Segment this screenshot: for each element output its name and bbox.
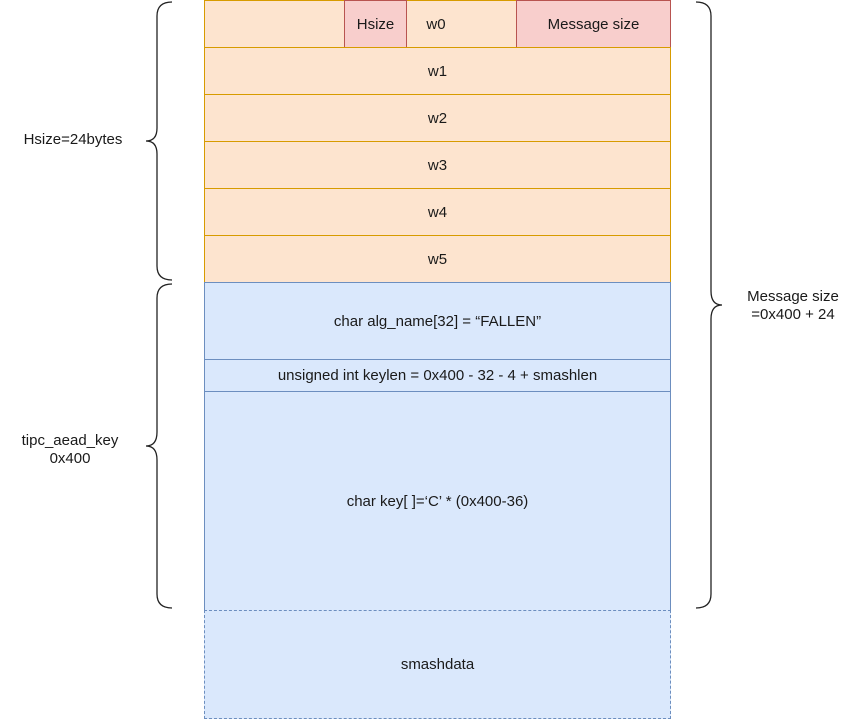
hsize-text: Hsize=24bytes bbox=[23, 131, 123, 148]
message-size-field-label: Message size bbox=[547, 15, 640, 33]
w4-label: w4 bbox=[427, 203, 448, 221]
header-row-w4: w4 bbox=[204, 188, 671, 236]
w3-label: w3 bbox=[427, 156, 448, 174]
alg-name-label: char alg_name[32] = “FALLEN” bbox=[333, 312, 542, 330]
msg-text-line2: =0x400 + 24 bbox=[751, 306, 835, 323]
hsize-field-label: Hsize bbox=[356, 15, 395, 33]
header-row-w2: w2 bbox=[204, 94, 671, 142]
smashdata-block: smashdata bbox=[204, 610, 671, 719]
w0-label-cell: w0 bbox=[407, 0, 465, 48]
message-size-field: Message size bbox=[516, 0, 671, 48]
msg-text-line1: Message size bbox=[747, 288, 839, 305]
w5-label: w5 bbox=[427, 250, 448, 268]
alg-name-field: char alg_name[32] = “FALLEN” bbox=[204, 282, 671, 360]
key-array-label: char key[ ]=‘C’ * (0x400-36) bbox=[346, 492, 529, 510]
w2-label: w2 bbox=[427, 109, 448, 127]
tipc-brace bbox=[145, 283, 173, 609]
message-size-brace bbox=[695, 1, 723, 609]
header-row-w3: w3 bbox=[204, 141, 671, 189]
smashdata-label: smashdata bbox=[400, 656, 475, 673]
hsize-brace bbox=[145, 1, 173, 281]
w1-label: w1 bbox=[427, 62, 448, 80]
key-array-field: char key[ ]=‘C’ * (0x400-36) bbox=[204, 391, 671, 611]
hsize-field: Hsize bbox=[344, 0, 407, 48]
tipc-brace-label: tipc_aead_key 0x400 bbox=[5, 432, 135, 468]
tipc-text-line1: tipc_aead_key bbox=[21, 432, 119, 449]
keylen-field: unsigned int keylen = 0x400 - 32 - 4 + s… bbox=[204, 359, 671, 392]
w0-label: w0 bbox=[426, 15, 446, 33]
keylen-label: unsigned int keylen = 0x400 - 32 - 4 + s… bbox=[277, 367, 598, 384]
tipc-text-line2: 0x400 bbox=[49, 450, 91, 467]
hsize-brace-label: Hsize=24bytes bbox=[8, 131, 138, 149]
message-size-brace-label: Message size =0x400 + 24 bbox=[728, 288, 858, 324]
